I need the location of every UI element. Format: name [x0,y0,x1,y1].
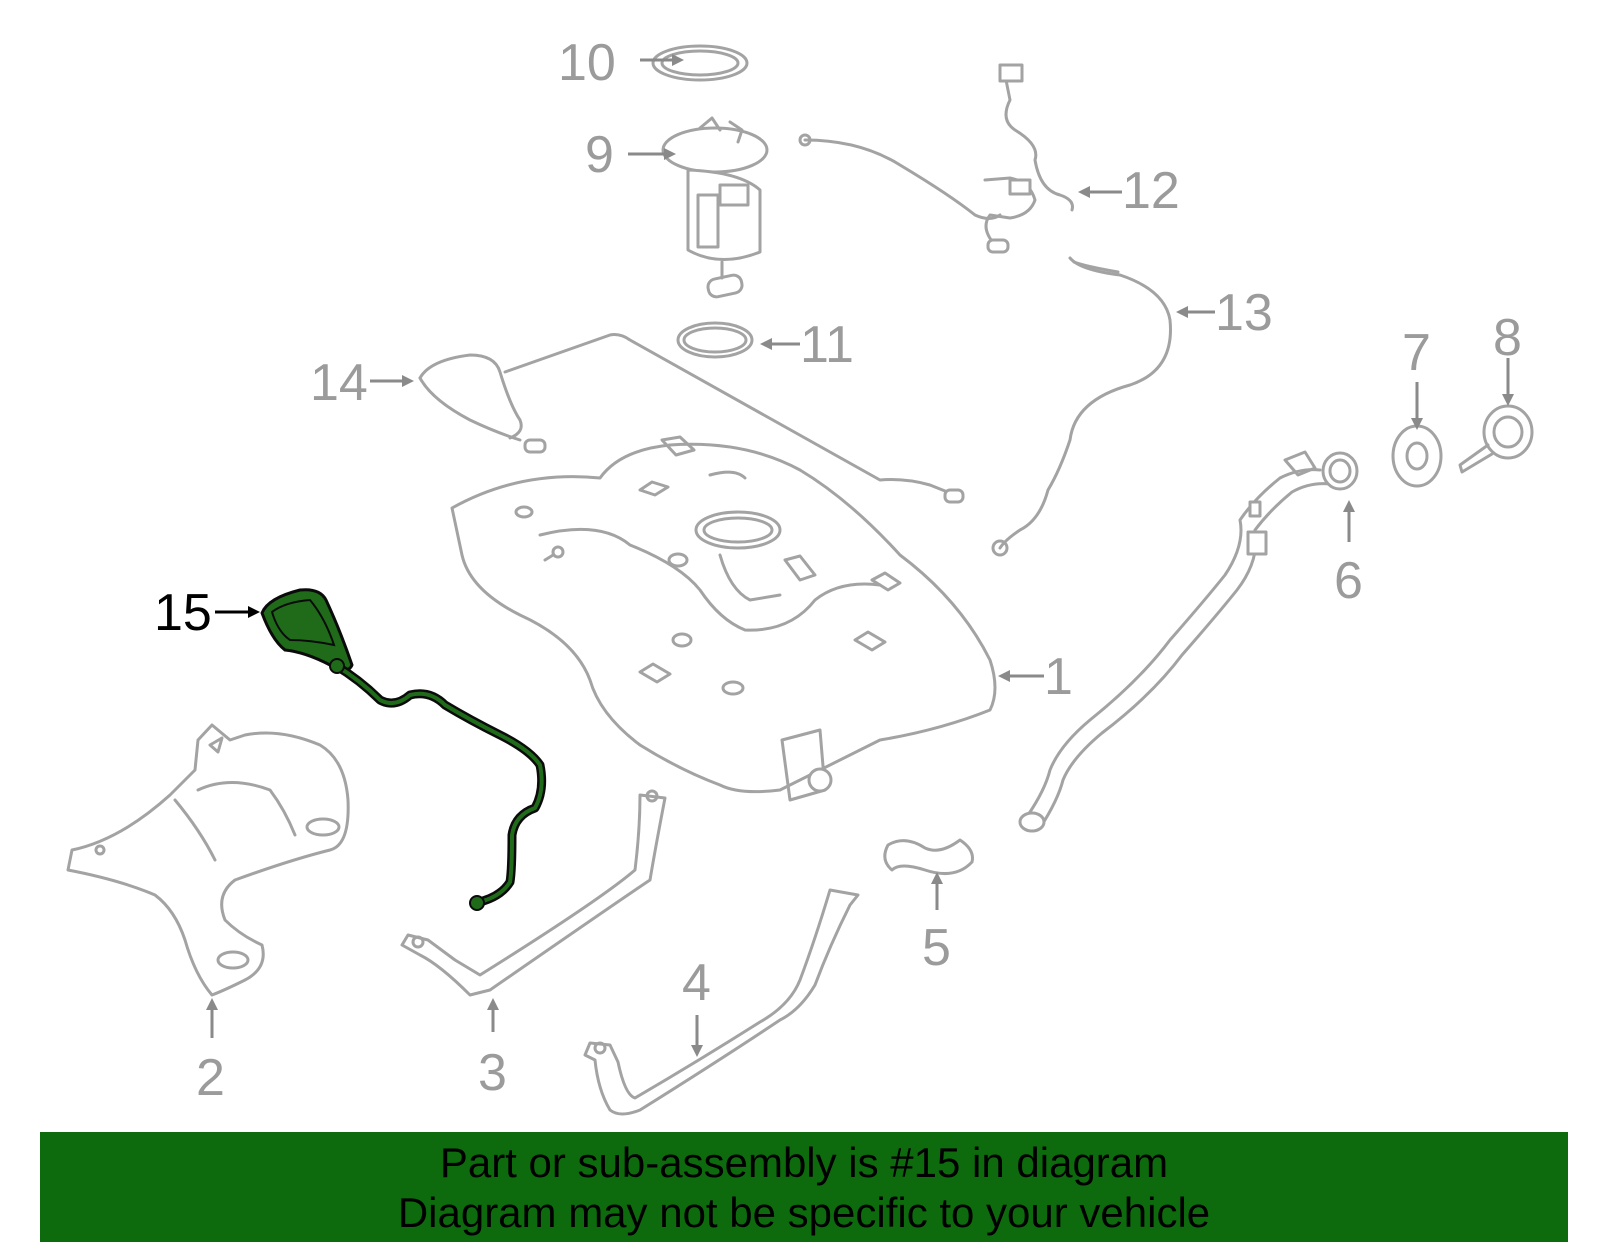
callout-10: 10 [558,34,616,92]
parts-diagram: 10 9 11 12 13 14 1 2 3 4 5 6 7 8 15 [66,34,1534,1116]
part-3-strap[interactable] [400,789,667,997]
callout-15: 15 [154,584,212,642]
part-11-o-ring[interactable] [676,321,754,359]
callout-6: 6 [1334,552,1363,610]
part-10-seal-ring[interactable] [651,44,749,82]
callout-12: 12 [1122,162,1180,220]
callout-8: 8 [1493,309,1522,367]
part-1-fuel-tank[interactable] [450,435,997,802]
callout-1: 1 [1044,648,1073,706]
banner-line-1: Part or sub-assembly is #15 in diagram [439,1139,1169,1186]
part-4-strap[interactable] [583,888,860,1116]
part-12-wiring-harness[interactable] [798,63,1074,254]
part-8-fuel-cap[interactable] [1458,404,1534,474]
part-14-tube[interactable] [418,333,965,504]
notice-banner: Part or sub-assembly is #15 in diagram D… [40,1132,1568,1242]
callout-11: 11 [800,316,854,374]
callout-4: 4 [682,954,711,1012]
part-2-heat-shield[interactable] [66,723,350,997]
part-13-vent-tube[interactable] [991,256,1172,557]
banner-line-2: Diagram may not be specific to your vehi… [397,1189,1211,1236]
callout-3: 3 [478,1044,507,1102]
part-6-filler-pipe[interactable] [1018,450,1359,833]
part-9-fuel-pump[interactable] [661,116,769,299]
part-5-hose[interactable] [883,838,974,876]
part-7-gasket[interactable] [1391,424,1443,488]
callout-13: 13 [1215,284,1273,342]
part-15-highlighted[interactable] [260,588,547,911]
callout-arrows [206,54,1514,1057]
callout-2: 2 [196,1049,225,1107]
callout-7: 7 [1402,324,1431,382]
callout-9: 9 [585,126,614,184]
callout-5: 5 [922,919,951,977]
callout-14: 14 [310,354,368,412]
